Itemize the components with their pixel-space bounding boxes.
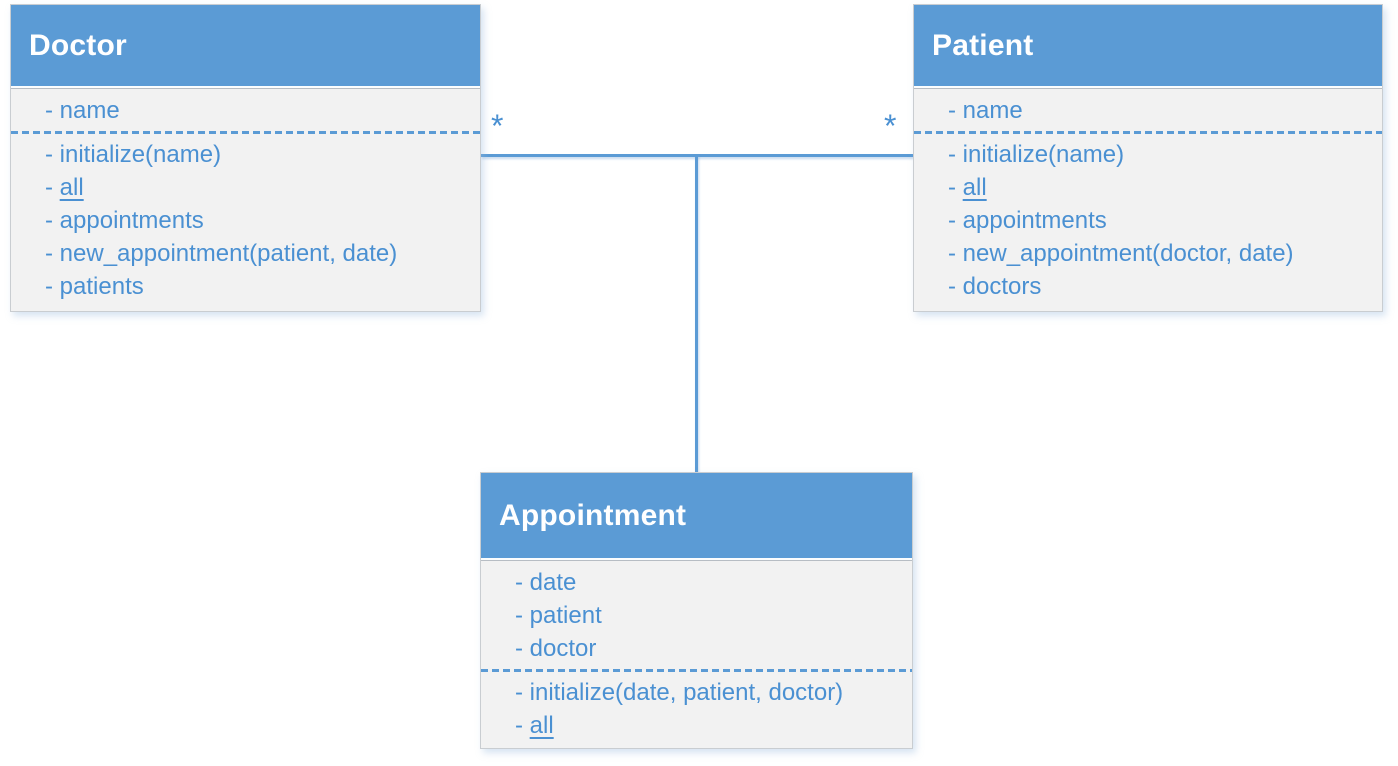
member-label: initialize(date, patient, doctor) — [529, 679, 844, 706]
member-row: - patient — [515, 599, 912, 632]
member-visibility-prefix: - — [45, 207, 60, 234]
attributes-section: - name — [914, 94, 1382, 127]
class-title-patient: Patient — [914, 5, 1382, 88]
member-visibility-prefix: - — [45, 97, 60, 124]
member-row: - all — [515, 709, 912, 742]
member-row: - doctors — [948, 270, 1382, 303]
member-row: - appointments — [45, 204, 480, 237]
multiplicity-doctor-end: * — [491, 108, 504, 144]
member-visibility-prefix: - — [515, 712, 530, 739]
member-label: initialize(name) — [59, 141, 222, 168]
member-row: - new_appointment(patient, date) — [45, 237, 480, 270]
member-label: all — [59, 174, 84, 201]
member-visibility-prefix: - — [45, 240, 60, 267]
methods-section: - initialize(name)- all- appointments- n… — [11, 138, 480, 303]
member-row: - name — [45, 94, 480, 127]
member-label: initialize(name) — [962, 141, 1125, 168]
member-label: name — [59, 97, 120, 124]
member-visibility-prefix: - — [45, 273, 60, 300]
methods-section: - initialize(date, patient, doctor)- all — [481, 676, 912, 742]
member-row: - name — [948, 94, 1382, 127]
member-label: patient — [529, 602, 602, 629]
attributes-methods-separator — [914, 131, 1382, 134]
member-visibility-prefix: - — [45, 174, 60, 201]
class-body-doctor: - name - initialize(name)- all- appointm… — [11, 88, 480, 303]
member-visibility-prefix: - — [948, 273, 963, 300]
member-row: - patients — [45, 270, 480, 303]
member-visibility-prefix: - — [515, 679, 530, 706]
attributes-section: - name — [11, 94, 480, 127]
member-label: new_appointment(doctor, date) — [962, 240, 1294, 267]
methods-section: - initialize(name)- all- appointments- n… — [914, 138, 1382, 303]
member-visibility-prefix: - — [948, 141, 963, 168]
member-row: - new_appointment(doctor, date) — [948, 237, 1382, 270]
association-line-to-appointment — [695, 154, 698, 472]
member-visibility-prefix: - — [515, 635, 530, 662]
member-visibility-prefix: - — [45, 141, 60, 168]
member-visibility-prefix: - — [948, 240, 963, 267]
member-row: - date — [515, 566, 912, 599]
attributes-methods-separator — [11, 131, 480, 134]
member-row: - initialize(name) — [45, 138, 480, 171]
member-row: - all — [948, 171, 1382, 204]
member-row: - initialize(name) — [948, 138, 1382, 171]
class-title-doctor: Doctor — [11, 5, 480, 88]
member-label: new_appointment(patient, date) — [59, 240, 398, 267]
class-box-doctor: Doctor - name - initialize(name)- all- a… — [10, 4, 481, 312]
member-row: - all — [45, 171, 480, 204]
member-label: doctor — [529, 635, 597, 662]
member-visibility-prefix: - — [515, 602, 530, 629]
member-label: patients — [59, 273, 144, 300]
member-row: - initialize(date, patient, doctor) — [515, 676, 912, 709]
class-title-appointment: Appointment — [481, 473, 912, 560]
member-label: all — [962, 174, 987, 201]
class-box-patient: Patient - name - initialize(name)- all- … — [913, 4, 1383, 312]
member-label: name — [962, 97, 1023, 124]
member-label: date — [529, 569, 577, 596]
multiplicity-patient-end: * — [884, 108, 897, 144]
member-row: - doctor — [515, 632, 912, 665]
member-visibility-prefix: - — [515, 569, 530, 596]
attributes-section: - date- patient- doctor — [481, 566, 912, 665]
member-row: - appointments — [948, 204, 1382, 237]
member-visibility-prefix: - — [948, 207, 963, 234]
class-body-appointment: - date- patient- doctor - initialize(dat… — [481, 560, 912, 742]
member-visibility-prefix: - — [948, 174, 963, 201]
member-label: all — [529, 712, 554, 739]
member-label: doctors — [962, 273, 1042, 300]
attributes-methods-separator — [481, 669, 912, 672]
member-label: appointments — [59, 207, 204, 234]
member-visibility-prefix: - — [948, 97, 963, 124]
member-label: appointments — [962, 207, 1107, 234]
class-body-patient: - name - initialize(name)- all- appointm… — [914, 88, 1382, 303]
class-box-appointment: Appointment - date- patient- doctor - in… — [480, 472, 913, 749]
